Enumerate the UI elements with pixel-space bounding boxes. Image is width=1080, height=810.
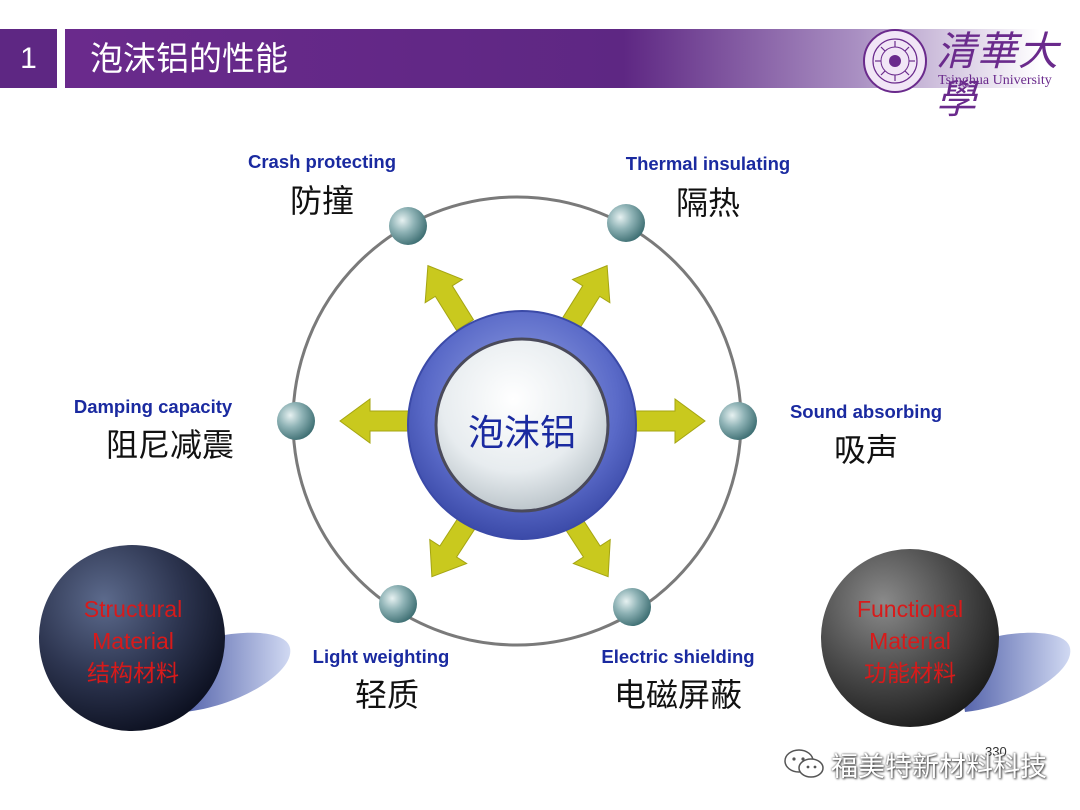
center-label: 泡沫铝: [467, 413, 577, 454]
property-cn-sound: 吸声: [833, 431, 899, 469]
structural-line3: 结构材料: [87, 660, 179, 686]
property-cn-damping: 阻尼减震: [105, 426, 235, 464]
property-en-electric: Electric shielding: [601, 646, 755, 667]
property-en-thermal: Thermal insulating: [625, 153, 791, 174]
page-number: 330: [985, 744, 1007, 759]
property-cn-thermal: 隔热: [675, 184, 741, 222]
wechat-icon: [784, 749, 824, 778]
node-light: [379, 585, 417, 623]
arrow-up-right: [560, 264, 611, 331]
arrows: [339, 264, 706, 578]
logo-english-name: Tsinghua University: [938, 73, 1052, 88]
structural-line1: Structural: [83, 596, 183, 622]
property-en-sound: Sound absorbing: [789, 401, 943, 422]
property-cn-electric: 电磁屏蔽: [613, 676, 743, 714]
property-cn-crash: 防撞: [289, 182, 355, 220]
functional-material-text: Functional Material 功能材料: [810, 593, 1010, 689]
university-seal-icon: [863, 29, 927, 93]
arrow-left: [339, 398, 411, 444]
node-thermal: [607, 204, 645, 242]
arrow-up-left: [424, 264, 475, 331]
node-electric: [613, 588, 651, 626]
structural-line2: Material: [92, 628, 174, 654]
property-en-damping: Damping capacity: [73, 396, 233, 417]
node-damping: [277, 402, 315, 440]
watermark-text: 福美特新材料科技: [831, 751, 1047, 783]
functional-sphere: [821, 549, 999, 727]
functional-line1: Functional: [856, 596, 964, 622]
logo-chinese-name: 清華大學: [936, 29, 1059, 123]
arrow-right: [634, 398, 706, 444]
structural-sphere: [39, 545, 225, 731]
functional-line3: 功能材料: [864, 660, 956, 686]
center-core: [434, 337, 610, 513]
property-cn-light: 轻质: [354, 676, 420, 714]
node-crash: [389, 207, 427, 245]
property-en-light: Light weighting: [312, 646, 450, 667]
node-sound: [719, 402, 757, 440]
slide-number: 1: [0, 29, 57, 88]
page-title: 泡沫铝的性能: [90, 39, 288, 78]
watermark: 福美特新材料科技: [783, 744, 1047, 784]
university-logo: 清華大學 Tsinghua University: [862, 28, 1072, 123]
property-en-crash: Crash protecting: [247, 151, 397, 172]
structural-material-text: Structural Material 结构材料: [33, 593, 233, 689]
functional-line2: Material: [869, 628, 951, 654]
